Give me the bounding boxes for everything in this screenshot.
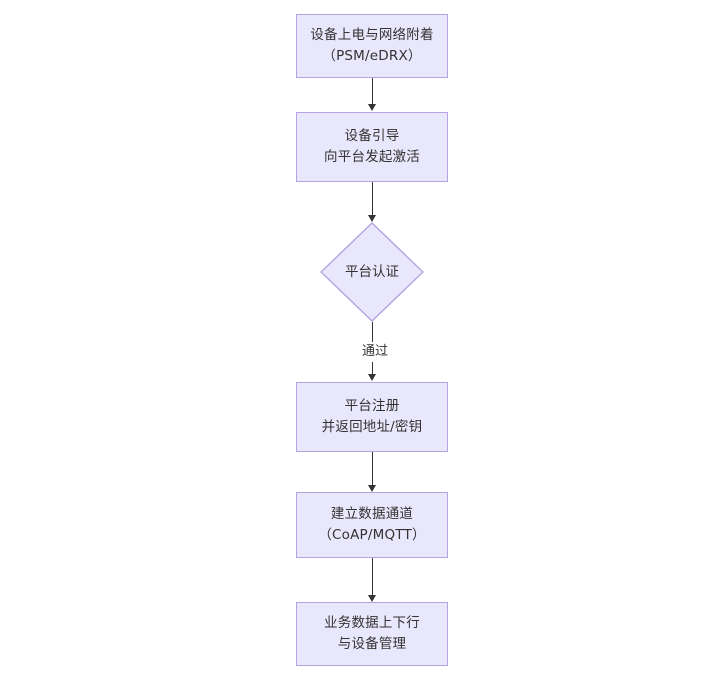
flow-node-auth-decision-label: 平台认证 — [345, 263, 399, 280]
flow-edge-label-pass: 通过 — [352, 342, 398, 363]
flow-node-power-on-line-2: （PSM/eDRX） — [322, 48, 422, 64]
flow-node-business-data[interactable]: 业务数据上下行 与设备管理 — [296, 602, 448, 666]
diamond-shape-icon — [320, 222, 424, 322]
flow-node-auth-decision[interactable]: 平台认证 — [320, 222, 424, 322]
flow-connector-3-arrowhead — [367, 374, 376, 381]
flow-node-business-data-line-2: 与设备管理 — [337, 636, 407, 652]
flow-connector-4 — [371, 452, 373, 486]
flow-node-bootstrap[interactable]: 设备引导 向平台发起激活 — [296, 112, 448, 182]
flow-connector-1-arrowhead — [367, 104, 376, 111]
flow-connector-2-arrowhead — [367, 215, 376, 222]
flow-node-data-channel[interactable]: 建立数据通道 （CoAP/MQTT） — [296, 492, 448, 558]
flow-connector-1 — [371, 78, 373, 105]
flow-connector-4-arrowhead — [367, 485, 376, 492]
flow-connector-5-arrowhead — [367, 595, 376, 602]
flow-node-bootstrap-line-2: 向平台发起激活 — [324, 149, 420, 165]
flow-node-platform-register[interactable]: 平台注册 并返回地址/密钥 — [296, 382, 448, 452]
flow-connector-2 — [371, 182, 373, 216]
flow-node-bootstrap-line-1: 设备引导 — [344, 128, 400, 145]
flow-node-power-on[interactable]: 设备上电与网络附着 （PSM/eDRX） — [296, 14, 448, 78]
flow-connector-5 — [371, 558, 373, 596]
flow-node-business-data-line-1: 业务数据上下行 — [324, 615, 420, 632]
flow-node-data-channel-line-2: （CoAP/MQTT） — [318, 527, 426, 543]
flow-node-power-on-line-1: 设备上电与网络附着 — [310, 27, 434, 44]
flow-node-data-channel-line-1: 建立数据通道 — [330, 506, 414, 523]
flow-node-platform-register-line-2: 并返回地址/密钥 — [321, 419, 423, 435]
flow-node-platform-register-line-1: 平台注册 — [344, 398, 400, 415]
